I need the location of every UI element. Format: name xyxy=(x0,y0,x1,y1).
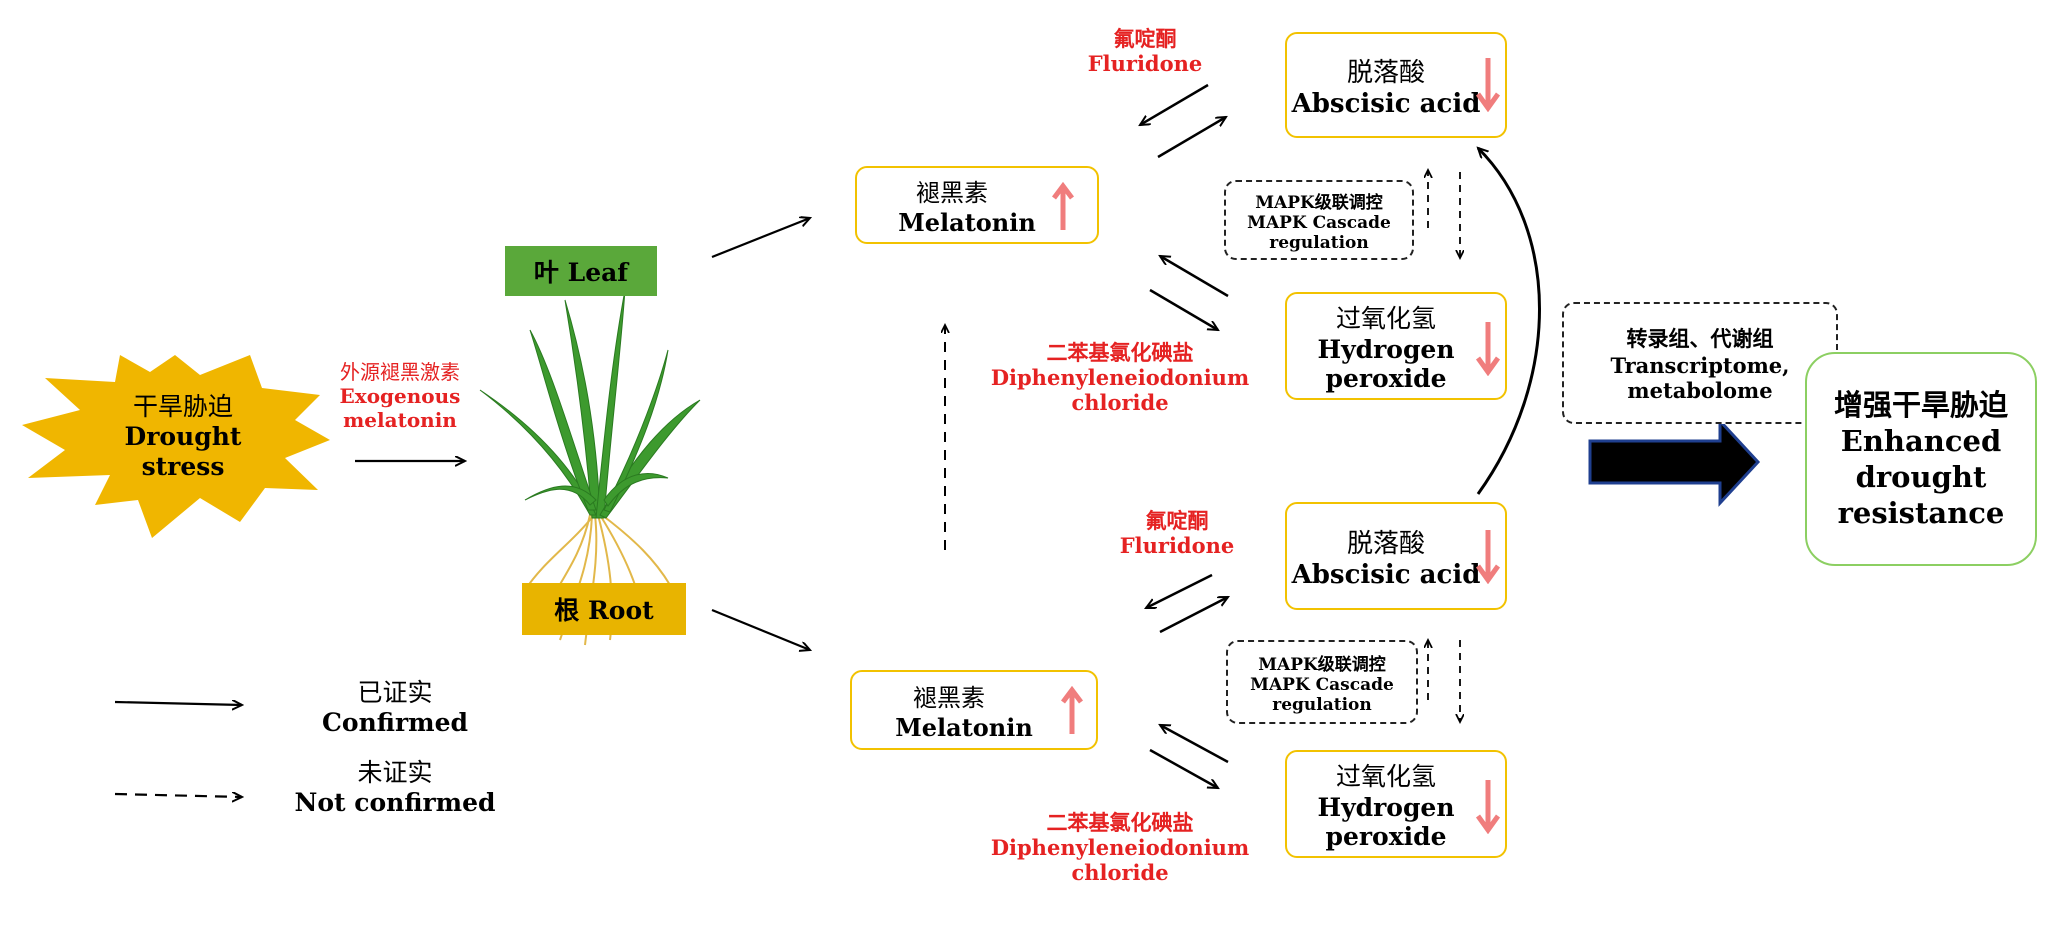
h2o2-en-line2-upper: peroxide xyxy=(1325,364,1447,393)
mapk-cn-upper: MAPK级联调控 xyxy=(1255,192,1383,213)
decrease-arrow-icon xyxy=(1475,58,1501,112)
big-result-arrow xyxy=(1588,417,1761,507)
increase-arrow-icon xyxy=(1061,686,1083,734)
omics-cn: 转录组、代谢组 xyxy=(1626,326,1774,351)
decrease-arrow-icon xyxy=(1475,780,1501,834)
result-en-line2: drought xyxy=(1855,460,1987,494)
melatonin-to-aba-arrow-upper xyxy=(1157,117,1226,159)
mapk-en-line1-upper: MAPK Cascade xyxy=(1247,212,1391,233)
aba-to-melatonin-arrow-upper xyxy=(1140,83,1209,125)
mapk-cn-lower: MAPK级联调控 xyxy=(1258,654,1386,675)
aba-cn-lower: 脱落酸 xyxy=(1346,528,1425,559)
h2o2-to-melatonin-arrow-lower xyxy=(1160,723,1229,764)
melatonin-cn-upper: 褪黑素 xyxy=(916,179,988,207)
omics-en-line2: metabolome xyxy=(1627,378,1773,403)
dpi-cn-lower: 二苯基氯化碘盐 xyxy=(1046,810,1194,835)
exogenous-en-line1: Exogenous xyxy=(339,384,461,408)
drought-cn: 干旱胁迫 xyxy=(132,392,233,421)
mapk-en-line1-lower: MAPK Cascade xyxy=(1250,674,1394,695)
fluridone-label-lower: 氟啶酮 Fluridone xyxy=(1092,508,1262,558)
fluridone-cn-upper: 氟啶酮 xyxy=(1113,26,1177,51)
h2o2-en-line1-upper: Hydrogen xyxy=(1317,335,1455,364)
omics-en-line1: Transcriptome, xyxy=(1610,353,1790,378)
dpi-label-upper: 二苯基氯化碘盐 Diphenyleneiodonium chloride xyxy=(990,340,1250,416)
h2o2-cn-lower: 过氧化氢 xyxy=(1335,762,1436,791)
melatonin-to-h2o2-arrow-lower xyxy=(1149,748,1218,790)
legend-not-confirmed-cn: 未证实 xyxy=(357,758,433,787)
mapk-en-line2-lower: regulation xyxy=(1272,694,1372,715)
increase-arrow-icon xyxy=(1052,182,1074,230)
h2o2-to-melatonin-arrow-upper xyxy=(1160,256,1229,298)
aba-en-upper: Abscisic acid xyxy=(1291,88,1481,119)
result-en-line3: resistance xyxy=(1837,496,2005,531)
h2o2-en-line1-lower: Hydrogen xyxy=(1317,793,1455,822)
h2o2-box-upper: 过氧化氢 Hydrogen peroxide xyxy=(1285,292,1507,400)
dpi-cn-upper: 二苯基氯化碘盐 xyxy=(1046,340,1194,365)
drought-en-line2: stress xyxy=(141,452,225,481)
melatonin-cn-lower: 褪黑素 xyxy=(913,684,985,712)
drought-label: 干旱胁迫 Drought stress xyxy=(108,392,258,482)
aba-cn-upper: 脱落酸 xyxy=(1346,57,1425,88)
aba-to-melatonin-arrow-lower xyxy=(1146,573,1213,610)
mapk-box-upper: MAPK级联调控 MAPK Cascade regulation xyxy=(1224,180,1414,260)
exogenous-en-line2: melatonin xyxy=(343,408,457,432)
fluridone-cn-lower: 氟啶酮 xyxy=(1145,508,1209,533)
exogenous-label: 外源褪黑激素 Exogenous melatonin xyxy=(325,360,475,432)
leaf-tag: 叶 Leaf xyxy=(505,246,657,296)
fluridone-en-upper: Fluridone xyxy=(1087,51,1203,77)
drought-burst-shape xyxy=(22,355,330,538)
leaf-to-melatonin-arrow xyxy=(711,218,810,259)
legend-confirmed: 已证实 Confirmed xyxy=(300,678,490,738)
melatonin-en-upper: Melatonin xyxy=(898,208,1036,237)
h2o2-en-line2-lower: peroxide xyxy=(1325,822,1447,851)
h2o2-cn-upper: 过氧化氢 xyxy=(1335,304,1436,333)
omics-box: 转录组、代谢组 Transcriptome, metabolome xyxy=(1562,302,1838,424)
aba-en-lower: Abscisic acid xyxy=(1291,559,1481,590)
legend-not-confirmed-line xyxy=(114,794,242,797)
aba-box-upper: 脱落酸 Abscisic acid xyxy=(1285,32,1507,138)
exogenous-cn: 外源褪黑激素 xyxy=(340,360,460,384)
melatonin-en-lower: Melatonin xyxy=(895,713,1033,742)
decrease-arrow-icon xyxy=(1475,530,1501,584)
legend-not-confirmed-en: Not confirmed xyxy=(294,788,496,817)
legend-confirmed-line xyxy=(114,702,242,705)
lower-aba-to-upper-aba-curved-arrow xyxy=(1478,148,1541,495)
dpi-en-line1-upper: Diphenyleneiodonium xyxy=(990,365,1250,391)
decrease-arrow-icon xyxy=(1475,322,1501,376)
result-box: 增强干旱胁迫 Enhanced drought resistance xyxy=(1805,352,2037,566)
root-tag: 根 Root xyxy=(522,583,686,635)
fluridone-en-lower: Fluridone xyxy=(1119,533,1235,559)
dpi-en-line2-upper: chloride xyxy=(1071,390,1169,416)
dpi-en-line2-lower: chloride xyxy=(1071,860,1169,886)
dpi-en-line1-lower: Diphenyleneiodonium xyxy=(990,835,1250,861)
mapk-en-line2-upper: regulation xyxy=(1269,232,1369,253)
result-en-line1: Enhanced xyxy=(1840,423,2002,458)
aba-box-lower: 脱落酸 Abscisic acid xyxy=(1285,502,1507,610)
h2o2-box-lower: 过氧化氢 Hydrogen peroxide xyxy=(1285,750,1507,858)
melatonin-to-h2o2-arrow-upper xyxy=(1149,288,1218,330)
legend-confirmed-en: Confirmed xyxy=(322,708,468,737)
fluridone-label-upper: 氟啶酮 Fluridone xyxy=(1060,26,1230,76)
mapk-box-lower: MAPK级联调控 MAPK Cascade regulation xyxy=(1226,640,1418,724)
melatonin-to-aba-arrow-lower xyxy=(1159,595,1228,634)
root-to-melatonin-arrow xyxy=(711,608,810,650)
legend-not-confirmed: 未证实 Not confirmed xyxy=(290,758,500,818)
drought-en-line1: Drought xyxy=(124,422,242,451)
melatonin-box-upper: 褪黑素 Melatonin xyxy=(855,166,1099,244)
melatonin-box-lower: 褪黑素 Melatonin xyxy=(850,670,1098,750)
legend-confirmed-cn: 已证实 xyxy=(357,678,433,707)
dpi-label-lower: 二苯基氯化碘盐 Diphenyleneiodonium chloride xyxy=(990,810,1250,886)
result-cn: 增强干旱胁迫 xyxy=(1833,387,2008,422)
